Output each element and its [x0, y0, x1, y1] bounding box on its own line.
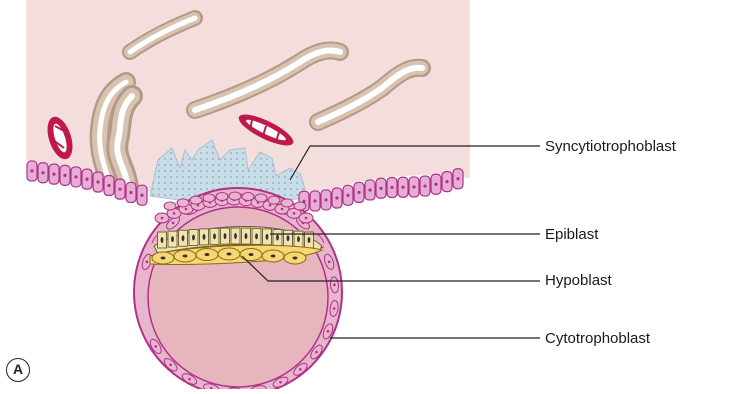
polar-trophoblast-nucleus	[185, 208, 188, 211]
cytotrophoblast-nucleus	[327, 330, 330, 333]
epiblast-nucleus	[234, 233, 237, 239]
polar-trophoblast-cell	[268, 196, 280, 204]
epithelial-nucleus	[118, 188, 121, 191]
epithelial-nucleus	[63, 174, 66, 177]
polar-trophoblast-nucleus	[293, 212, 296, 215]
cytotrophoblast-nucleus	[188, 378, 191, 381]
polar-trophoblast-cell	[242, 192, 254, 200]
epithelial-nucleus	[335, 196, 338, 199]
epithelial-nucleus	[30, 169, 33, 172]
epithelial-nucleus	[74, 175, 77, 178]
epiblast-nucleus	[213, 233, 216, 239]
polar-trophoblast-cell	[164, 202, 176, 210]
cytotrophoblast-nucleus	[146, 261, 149, 264]
epithelial-nucleus	[423, 184, 426, 187]
epithelial-nucleus	[324, 198, 327, 201]
epiblast-nucleus	[203, 234, 206, 240]
label-epiblast: Epiblast	[545, 226, 598, 244]
polar-trophoblast-nucleus	[269, 204, 272, 207]
polar-trophoblast-cell	[190, 196, 202, 204]
cytotrophoblast-nucleus	[299, 368, 302, 371]
polar-trophoblast-cell	[216, 192, 228, 200]
epiblast-nucleus	[266, 234, 269, 240]
polar-trophoblast-cell	[294, 202, 306, 210]
polar-trophoblast-nucleus	[305, 217, 308, 220]
epithelial-nucleus	[85, 178, 88, 181]
epithelial-nucleus	[52, 173, 55, 176]
cytotrophoblast-nucleus	[279, 381, 282, 384]
cytotrophoblast-nucleus	[333, 307, 336, 310]
cytotrophoblast-nucleus	[172, 222, 175, 225]
epiblast-nucleus	[182, 235, 185, 241]
cytotrophoblast-nucleus	[154, 345, 157, 348]
hypoblast-nucleus	[293, 257, 298, 260]
epithelial-nucleus	[368, 188, 371, 191]
epiblast-nucleus	[192, 235, 195, 241]
epiblast-nucleus	[308, 237, 311, 243]
polar-trophoblast-cell	[203, 194, 215, 202]
epithelial-nucleus	[434, 183, 437, 186]
epithelial-nucleus	[346, 194, 349, 197]
polar-trophoblast-cell	[177, 199, 189, 207]
epiblast-nucleus	[171, 236, 174, 242]
label-syncytiotrophoblast: Syncytiotrophoblast	[545, 138, 676, 156]
polar-trophoblast-nucleus	[161, 217, 164, 220]
polar-trophoblast-cell	[229, 192, 241, 200]
blastocyst	[134, 188, 342, 389]
epithelial-nucleus	[357, 191, 360, 194]
hypoblast-nucleus	[183, 255, 188, 258]
label-hypoblast: Hypoblast	[545, 272, 612, 290]
hypoblast-nucleus	[271, 255, 276, 258]
panel-letter-badge: A	[6, 358, 30, 382]
cytotrophoblast-nucleus	[333, 284, 336, 287]
epithelial-nucleus	[379, 187, 382, 190]
epithelial-nucleus	[140, 194, 143, 197]
cytotrophoblast-nucleus	[315, 351, 318, 354]
epiblast-nucleus	[276, 235, 279, 241]
hypoblast-nucleus	[227, 253, 232, 256]
epithelial-nucleus	[107, 184, 110, 187]
epithelial-nucleus	[390, 186, 393, 189]
epithelial-nucleus	[456, 177, 459, 180]
polar-trophoblast-cell	[255, 194, 267, 202]
polar-trophoblast-cell	[281, 199, 293, 207]
polar-trophoblast-nucleus	[173, 212, 176, 215]
epithelial-nucleus	[313, 199, 316, 202]
hypoblast-nucleus	[161, 257, 166, 260]
epithelial-nucleus	[412, 185, 415, 188]
epiblast-nucleus	[245, 233, 248, 239]
epithelial-nucleus	[41, 171, 44, 174]
epiblast-nucleus	[224, 233, 227, 239]
cytotrophoblast-nucleus	[169, 363, 172, 366]
epiblast-nucleus	[287, 235, 290, 241]
epiblast-nucleus	[161, 237, 164, 243]
polar-trophoblast-nucleus	[281, 208, 284, 211]
epiblast-nucleus	[255, 233, 258, 239]
epithelial-nucleus	[129, 191, 132, 194]
hypoblast-nucleus	[249, 253, 254, 256]
cytotrophoblast-nucleus	[328, 261, 331, 264]
label-cytotrophoblast: Cytotrophoblast	[545, 330, 650, 348]
epithelial-nucleus	[401, 186, 404, 189]
epiblast-nucleus	[297, 236, 300, 242]
epithelial-nucleus	[96, 180, 99, 183]
epithelial-nucleus	[445, 180, 448, 183]
hypoblast-nucleus	[205, 253, 210, 256]
